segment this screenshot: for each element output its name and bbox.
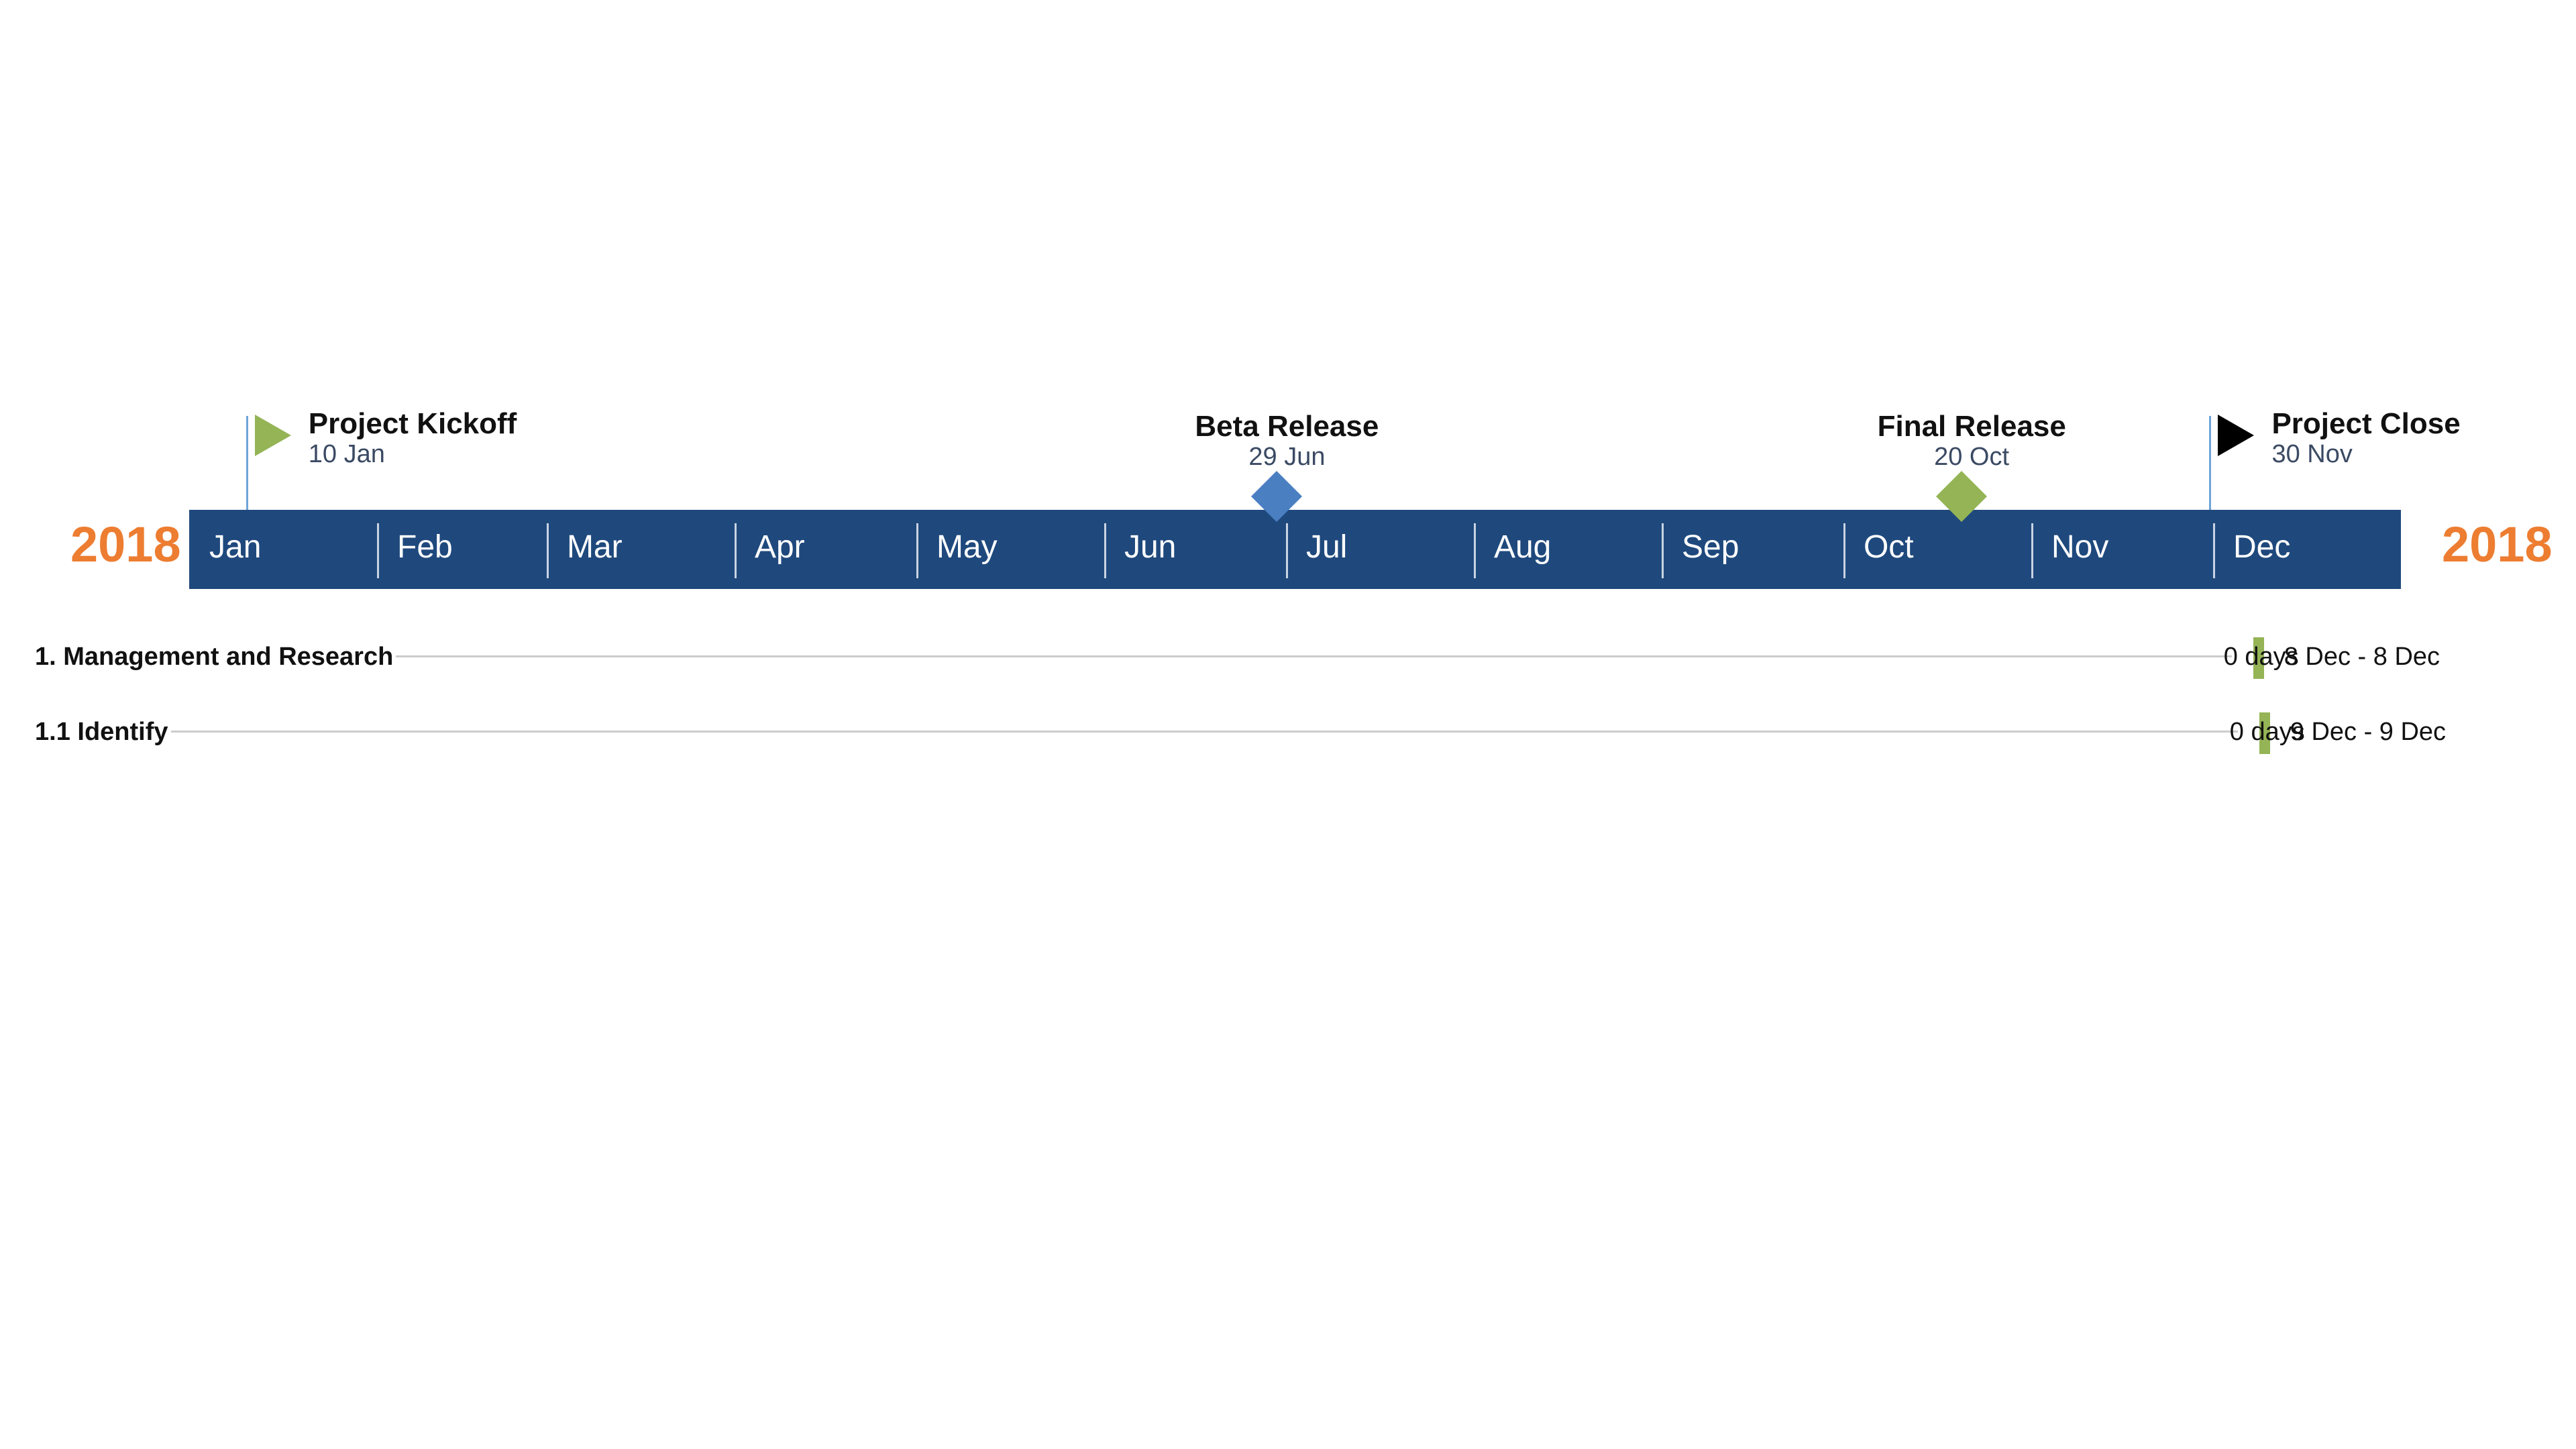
final-release-diamond-icon [1936, 471, 1988, 522]
project-kickoff-date: 10 Jan [308, 440, 385, 468]
month-label: Feb [397, 529, 453, 565]
beta-release-diamond-icon [1251, 471, 1303, 522]
beta-release-title: Beta Release [1195, 410, 1379, 443]
task-date-range: 9 Dec - 9 Dec [2290, 718, 2447, 746]
task-date-range: 8 Dec - 8 Dec [2284, 643, 2440, 671]
month-dec: Dec [2212, 510, 2401, 589]
task-name: 1.1 Identify [35, 719, 171, 745]
task-name: 1. Management and Research [35, 644, 396, 669]
month-band: Jan Feb Mar Apr May Jun Jul Aug Sep Oct Nov Dec [189, 510, 2401, 589]
project-kickoff-flag-icon [254, 415, 291, 456]
month-nov: Nov [2031, 510, 2213, 589]
task-leader-line [35, 655, 2232, 657]
month-separator [1661, 523, 1664, 578]
project-close-date: 30 Nov [2271, 440, 2353, 468]
month-label: Oct [1863, 529, 1914, 565]
month-label: Aug [1493, 529, 1552, 565]
project-close-flag-pole [2209, 416, 2212, 510]
project-close-flag-icon [2218, 415, 2255, 456]
month-label: Sep [1681, 529, 1739, 565]
task-duration: 0 days [2229, 718, 2305, 746]
month-separator [1843, 523, 1845, 578]
month-label: Dec [2233, 529, 2291, 565]
month-separator [1473, 523, 1476, 578]
month-separator [916, 523, 918, 578]
project-kickoff-flag-pole [246, 416, 248, 510]
month-label: May [936, 529, 998, 565]
month-separator [1104, 523, 1106, 578]
month-label: Apr [754, 529, 805, 565]
project-close-title: Project Close [2271, 407, 2461, 440]
month-may: May [916, 510, 1104, 589]
month-sep: Sep [1661, 510, 1843, 589]
month-separator [546, 523, 549, 578]
month-separator [2031, 523, 2033, 578]
final-release-title: Final Release [1877, 410, 2066, 443]
month-apr: Apr [734, 510, 916, 589]
month-mar: Mar [546, 510, 735, 589]
month-separator [377, 523, 380, 578]
task-bar [2253, 637, 2264, 679]
project-kickoff-title: Project Kickoff [308, 407, 517, 440]
month-separator [734, 523, 737, 578]
beta-release-date: 29 Jun [1248, 443, 1326, 471]
month-label: Nov [2051, 529, 2109, 565]
month-jul: Jul [1285, 510, 1474, 589]
month-label: Jan [209, 529, 262, 565]
month-oct: Oct [1843, 510, 2031, 589]
year-label-right: 2018 [2442, 517, 2553, 572]
month-jan: Jan [189, 510, 377, 589]
month-label: Mar [566, 529, 623, 565]
year-label-left: 2018 [70, 517, 181, 572]
month-label: Jun [1124, 529, 1177, 565]
month-jun: Jun [1104, 510, 1286, 589]
month-label: Jul [1305, 529, 1348, 565]
task-duration: 0 days [2223, 643, 2299, 671]
month-separator [1285, 523, 1288, 578]
month-aug: Aug [1473, 510, 1662, 589]
month-separator [2212, 523, 2215, 578]
task-bar [2259, 712, 2270, 754]
final-release-date: 20 Oct [1934, 443, 2010, 471]
task-leader-line [35, 731, 2238, 733]
month-feb: Feb [377, 510, 547, 589]
